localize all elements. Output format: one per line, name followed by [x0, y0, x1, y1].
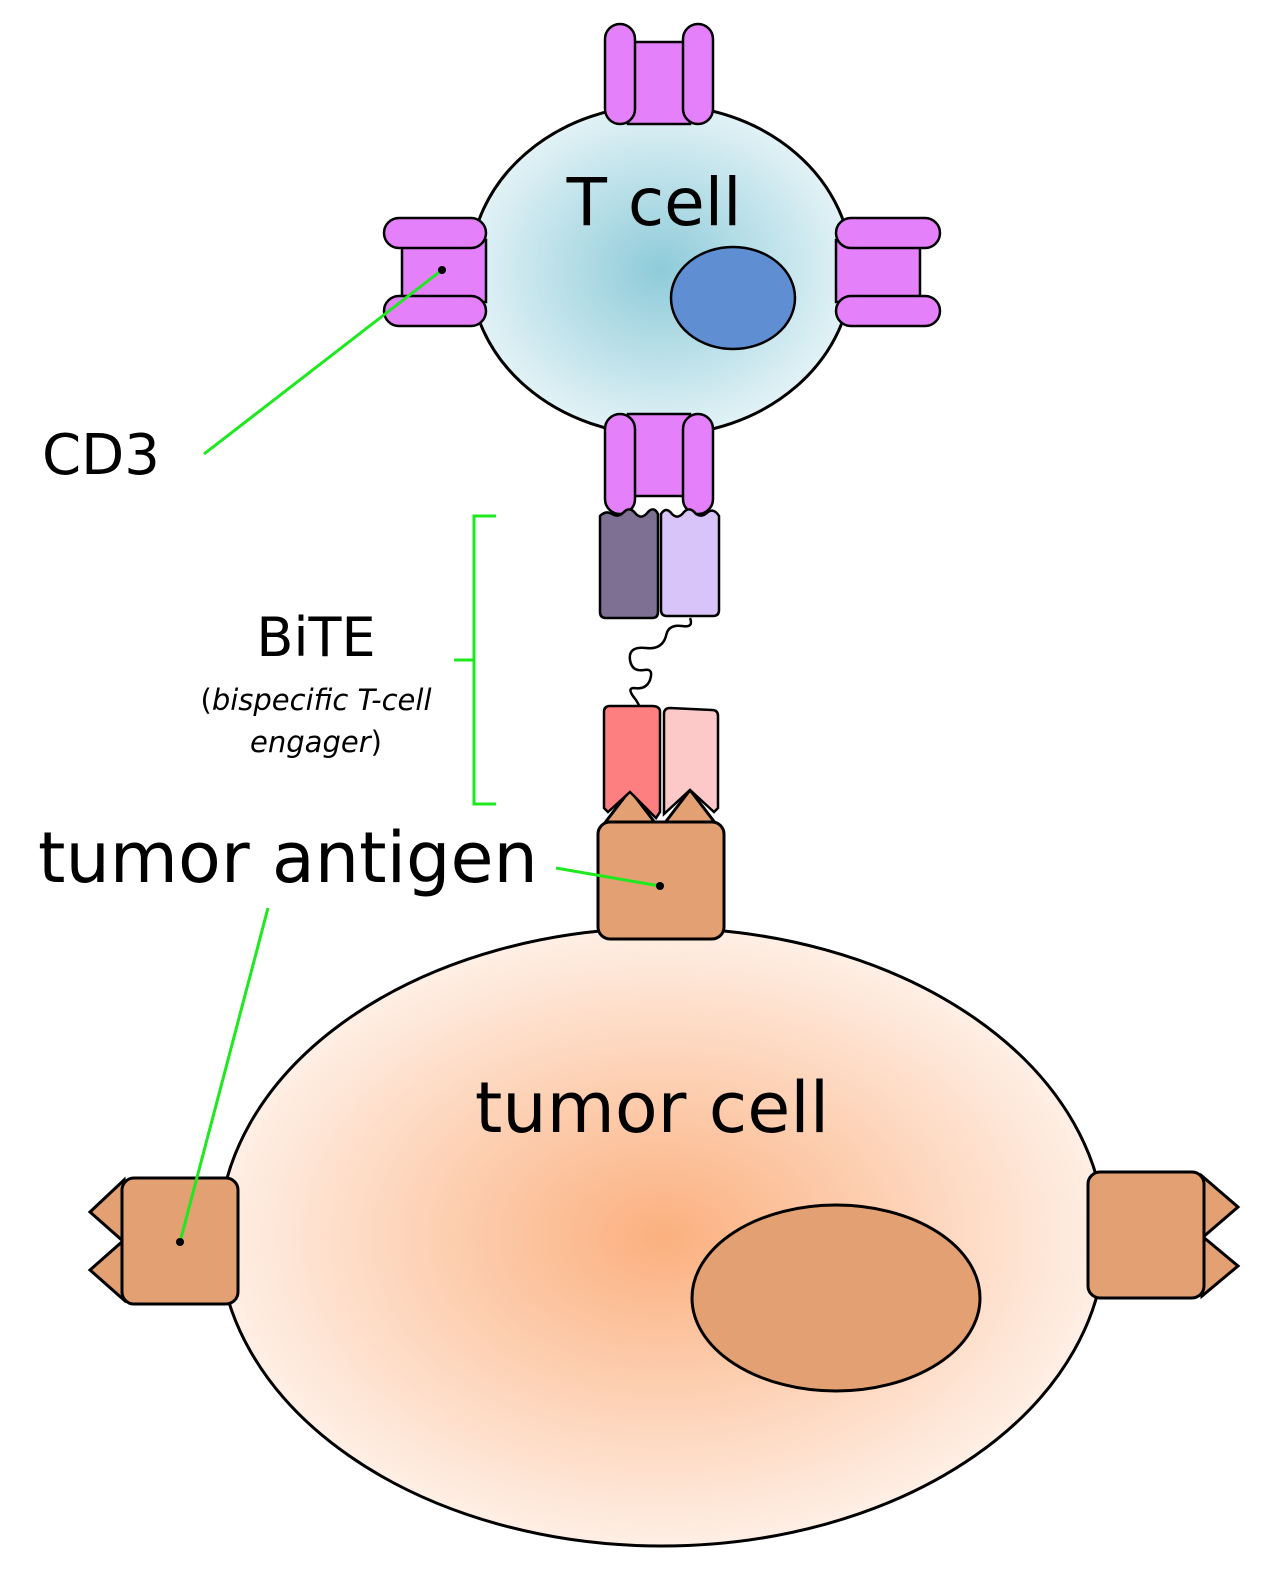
cd3-top-right-chain: [681, 22, 715, 126]
cd3-top-bridge: [626, 40, 692, 126]
tumor-cell-label: tumor cell: [475, 1067, 829, 1149]
cd3-left-bottom-chain: [382, 294, 488, 328]
bite-anti-tumor-light-domain: [662, 706, 720, 817]
bite-full-open-paren: (: [201, 683, 212, 717]
bite-bracket-line: [454, 514, 496, 806]
bite-full-italic-line2: engager: [250, 725, 373, 759]
tumor-antigen-top-pointer-dot: [656, 882, 664, 890]
tumor-antigen-left-pointer-dot: [176, 1238, 184, 1246]
tumor-antigen-left: [87, 1176, 240, 1306]
cd3-left-top-chain: [382, 216, 488, 250]
cd3-receptor-bottom: [603, 412, 715, 516]
bite-full-name-line2: engager): [250, 725, 382, 759]
antigen-right-epitope-top: [1200, 1172, 1241, 1242]
tumor-antigen-right: [1086, 1170, 1241, 1300]
antigen-left-epitope-top: [87, 1176, 126, 1246]
antigen-top-body: [596, 820, 726, 941]
tumor-antigen-top-pointer-line: [555, 866, 661, 888]
tumor-cell: [217, 926, 1107, 1548]
cd3-receptor-top: [603, 22, 715, 126]
bite-molecule: [598, 508, 721, 820]
cd3-top-left-chain: [603, 22, 637, 126]
bite-anti-cd3-heavy-domain: [598, 508, 660, 620]
cd3-bottom-bridge: [626, 412, 692, 498]
bite-full-name-line1: (bispecific T-cell: [201, 683, 432, 717]
cd3-bottom-left-chain: [603, 412, 637, 516]
t-cell-label: T cell: [566, 164, 742, 241]
t-cell: [468, 103, 854, 437]
bite-full-close-paren: ): [371, 725, 382, 759]
pointer-lines: [176, 266, 664, 1246]
cd3-receptor-left: [382, 216, 488, 328]
antigen-left-epitope-bottom: [87, 1236, 126, 1304]
bite-anti-tumor-heavy-domain: [602, 704, 662, 820]
tumor-antigen-label: tumor antigen: [38, 817, 538, 899]
bite-anti-cd3-light-domain: [659, 508, 721, 618]
cd3-right-top-chain: [834, 216, 942, 250]
antigen-right-epitope-bottom: [1200, 1232, 1241, 1300]
cd3-bottom-right-chain: [681, 412, 715, 516]
cd3-pointer-line: [203, 268, 443, 456]
cd3-receptor-right: [834, 216, 942, 328]
bite-bracket: [454, 514, 496, 806]
antigen-right-body: [1086, 1170, 1206, 1300]
bite-linker: [628, 617, 693, 708]
t-cell-body: [468, 103, 854, 437]
tumor-nucleus: [690, 1203, 982, 1393]
tumor-antigen-left-pointer-line: [178, 907, 270, 1243]
cd3-pointer-dot: [438, 266, 446, 274]
bite-full-italic-line1: bispecific T-cell: [212, 683, 432, 717]
cd3-right-bottom-chain: [834, 294, 942, 328]
cd3-right-bridge: [834, 238, 922, 304]
bite-label: BiTE: [256, 606, 375, 669]
t-cell-nucleus: [669, 245, 797, 351]
cd3-label: CD3: [42, 423, 160, 488]
tumor-antigen-top: [596, 787, 726, 941]
tumor-cell-body: [217, 926, 1107, 1548]
